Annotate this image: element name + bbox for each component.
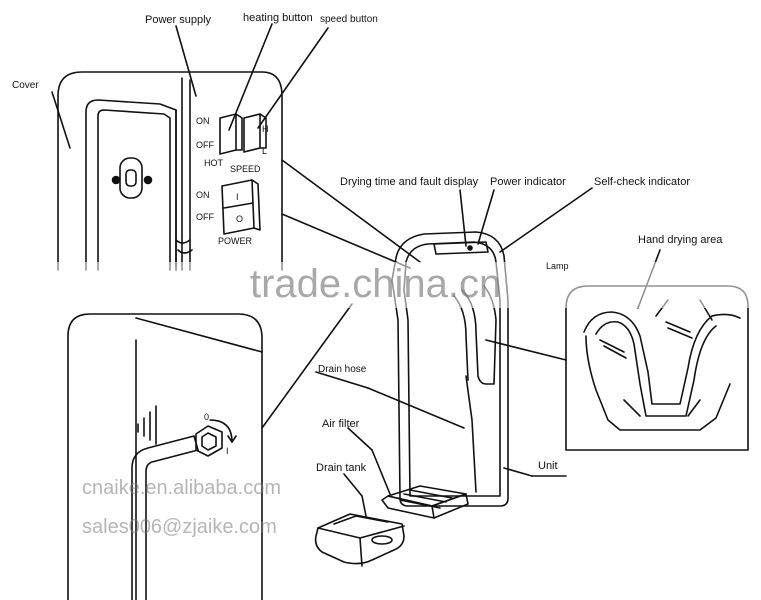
hex-key-inset (67, 303, 353, 600)
label-lamp: Lamp (546, 261, 569, 271)
mark-off-power: OFF (196, 212, 214, 222)
mark-high: H (262, 124, 269, 134)
label-power-supply: Power supply (145, 14, 212, 26)
label-power-indicator: Power indicator (490, 176, 566, 188)
label-hand-drying-area: Hand drying area (638, 234, 723, 246)
mark-off-top: OFF (196, 140, 214, 150)
label-self-check-indicator: Self-check indicator (594, 176, 690, 188)
mark-speed: SPEED (230, 164, 261, 174)
mark-on-top: ON (196, 116, 210, 126)
watermark-site: cnaike.en.alibaba.com (82, 477, 282, 499)
label-drain-tank: Drain tank (316, 462, 367, 474)
label-drying-time-display: Drying time and fault display (340, 176, 479, 188)
mark-dial-one: I (226, 446, 229, 456)
mark-on-power: ON (196, 190, 210, 200)
control-panel-inset (51, 23, 421, 271)
mark-rocker-zero: O (236, 214, 244, 224)
dryer-unit (314, 187, 593, 567)
mark-low: L (262, 146, 268, 156)
label-heating-button: heating button (243, 12, 313, 24)
mark-dial-zero: 0 (204, 412, 210, 422)
watermark-main: trade.china.cn (250, 262, 502, 306)
watermark-band (0, 262, 761, 308)
label-speed-button: speed button (320, 14, 378, 25)
label-air-filter: Air filter (322, 418, 360, 430)
mark-power: POWER (218, 236, 253, 246)
mark-hot: HOT (204, 158, 223, 168)
label-cover: Cover (12, 80, 39, 91)
label-drain-hose: Drain hose (318, 364, 367, 375)
label-unit: Unit (538, 460, 558, 472)
watermark-email: sales006@zjaike.com (82, 516, 277, 538)
mark-rocker-one: I (236, 192, 239, 202)
